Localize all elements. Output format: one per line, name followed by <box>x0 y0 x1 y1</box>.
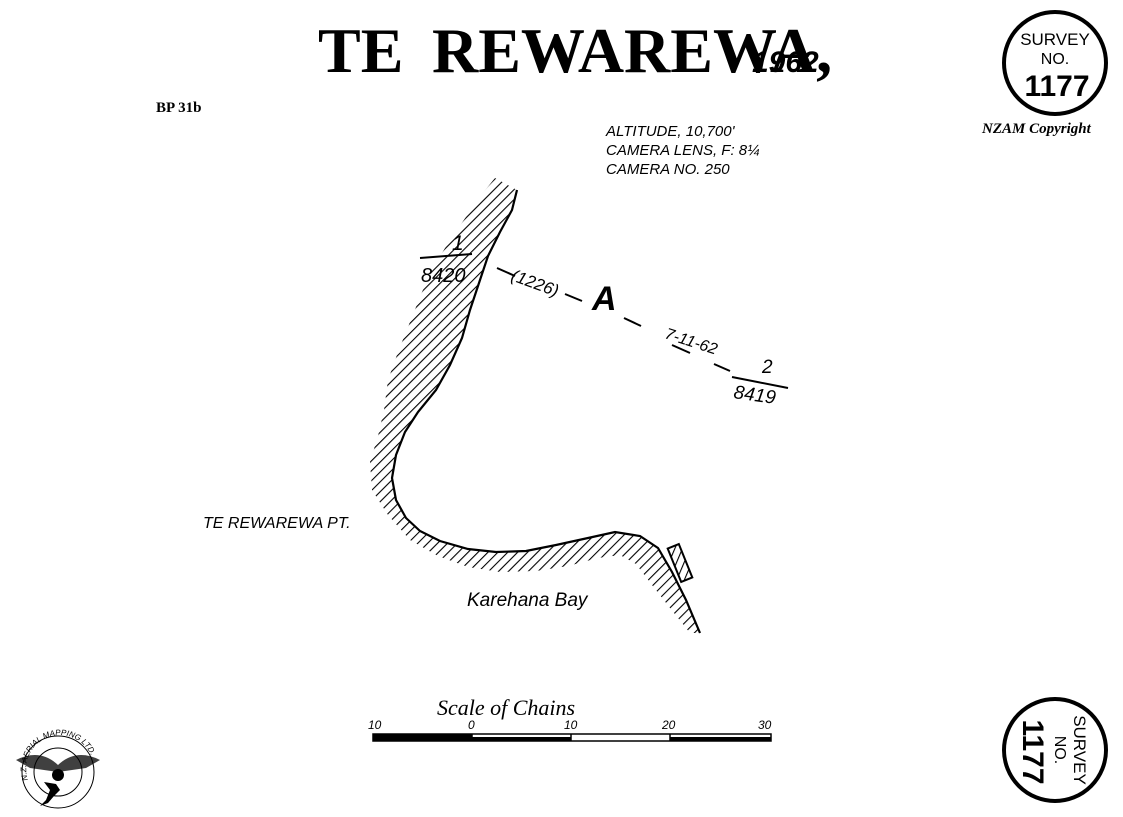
coastline <box>390 189 702 634</box>
survey-stamp-top: SURVEY NO. 1177 <box>1002 10 1108 116</box>
label-karehana-bay: Karehana Bay <box>467 590 589 611</box>
label-te-rewarewa-pt: TE REWAREWA PT. <box>203 515 351 532</box>
title-year: 1962 <box>752 46 819 79</box>
logo-wings-icon <box>16 755 100 772</box>
logo-nz-map-icon <box>40 782 60 806</box>
ref-code: BP 31b <box>156 100 201 116</box>
flight-altitude: ALTITUDE, 10,700' <box>605 123 736 140</box>
stamp-bottom-survey: SURVEY <box>1070 715 1089 785</box>
scale-tick-2: 0 <box>468 718 475 732</box>
rock-islet <box>666 542 694 584</box>
copyright-label: NZAM Copyright <box>981 121 1092 137</box>
stamp-top-number: 1177 <box>1024 70 1089 103</box>
scale-tick-5: 30 <box>758 718 772 732</box>
flight-line <box>419 253 789 389</box>
title-te: TE <box>318 15 403 86</box>
coastline-hatch-main <box>370 178 700 633</box>
stamp-top-survey: SURVEY <box>1020 30 1090 49</box>
flight-start-run: 1 <box>452 232 464 255</box>
scale-title: Scale of Chains <box>437 695 575 720</box>
scale-tick-3: 10 <box>564 718 578 732</box>
flight-number: (1226) <box>509 266 562 301</box>
stamp-top-no: NO. <box>1041 51 1069 68</box>
flight-start-photo: 8420 <box>421 265 466 287</box>
scale-bar <box>372 733 772 742</box>
flight-date: 7-11-62 <box>663 326 720 359</box>
scale-tick-4: 20 <box>661 718 676 732</box>
flight-end-photo: 8419 <box>732 382 777 409</box>
scale-tick-1: 10 <box>368 718 382 732</box>
survey-stamp-bottom: SURVEY NO. 1177 <box>1002 697 1108 803</box>
flight-run-letter: A <box>591 280 617 318</box>
flight-camera: CAMERA NO. 250 <box>606 161 730 178</box>
aerial-mapping-logo: N.Z. AERIAL MAPPING LTD. <box>16 728 100 809</box>
stamp-bottom-no: NO. <box>1051 736 1068 764</box>
flight-end-run: 2 <box>761 357 773 378</box>
title-rewarewa: REWAREWA, <box>432 15 832 86</box>
flight-lens: CAMERA LENS, F: 8¼ <box>606 142 760 159</box>
logo-propeller-icon <box>52 769 64 781</box>
stamp-bottom-number: 1177 <box>1016 719 1049 784</box>
